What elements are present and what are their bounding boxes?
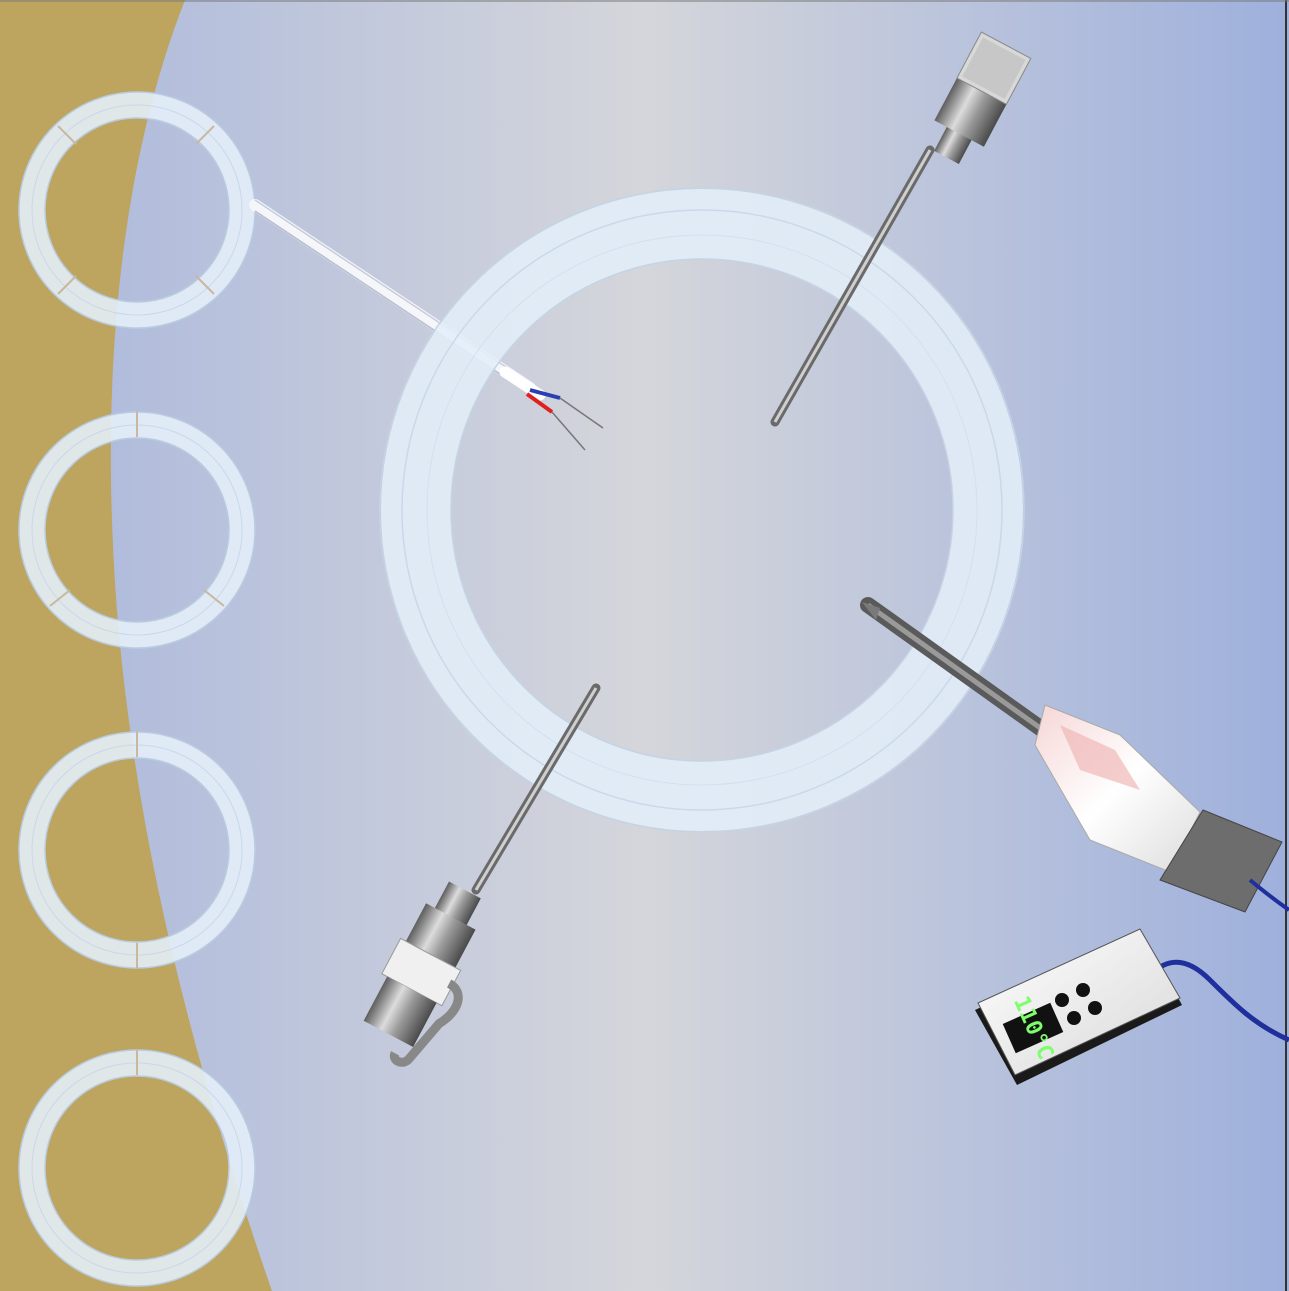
- meter-display: 110°C: [1002, 993, 1064, 1063]
- digital-meter: 110°C: [975, 928, 1182, 1085]
- bottom-left-probe: [363, 683, 601, 1067]
- sidebar-ring-2: [18, 411, 256, 649]
- meter-button-1: [1055, 993, 1069, 1007]
- top-right-probe: [770, 31, 1032, 427]
- sidebar-ring-3: [18, 731, 256, 969]
- meter-button-4: [1088, 1001, 1102, 1015]
- meter-cable: [1148, 959, 1289, 1043]
- meter-button-3: [1067, 1011, 1081, 1025]
- sidebar-ring-1: [18, 91, 256, 329]
- meter-button-2: [1076, 983, 1090, 997]
- thermocouple-wire: [499, 366, 604, 451]
- sidebar-ring-4: [18, 1049, 256, 1287]
- handheld-probe: [860, 597, 1289, 913]
- probe-cable: [1248, 878, 1289, 912]
- large-gasket-ring: [379, 187, 1025, 833]
- sidebar-region: [0, 0, 272, 1291]
